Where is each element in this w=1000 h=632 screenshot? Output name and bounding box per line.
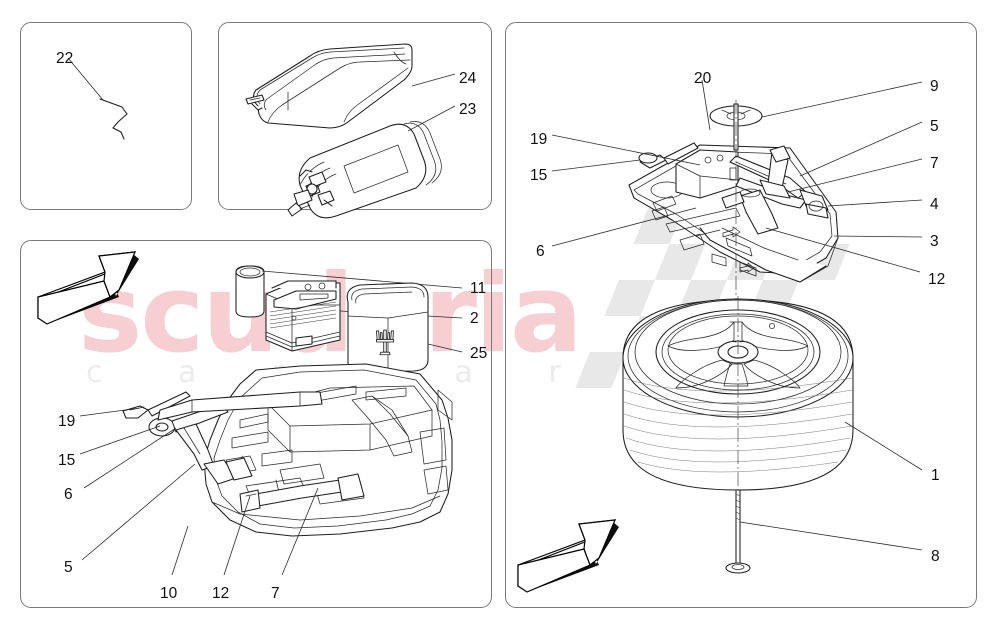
tools-in-tray xyxy=(122,391,365,513)
leader-7-kit xyxy=(281,487,319,576)
callout-1: 1 xyxy=(931,467,940,484)
leader-24 xyxy=(411,73,456,87)
leader-6-kit xyxy=(83,427,177,489)
callout-11: 11 xyxy=(470,280,487,297)
tool-kit-tray-panel xyxy=(20,240,492,608)
direction-arrow-kit xyxy=(37,251,139,325)
callout-5-jack: 5 xyxy=(930,118,939,135)
callout-12-jack: 12 xyxy=(928,271,946,288)
leader-4 xyxy=(827,199,923,207)
leader-15-kit xyxy=(79,425,161,455)
callout-20: 20 xyxy=(694,70,712,87)
wheel-spokes xyxy=(667,321,809,389)
callout-2: 2 xyxy=(470,310,479,327)
leader-10-kit xyxy=(171,525,189,576)
towing-eye-part xyxy=(99,98,128,140)
leader-5-kit xyxy=(81,463,196,561)
leader-6-jack xyxy=(551,207,697,247)
extinguisher-bag-part xyxy=(245,43,413,129)
leader-22 xyxy=(67,57,104,101)
fire-extinguisher-part xyxy=(287,121,442,219)
callout-8: 8 xyxy=(931,548,940,565)
callout-6-kit: 6 xyxy=(64,486,73,503)
callout-25: 25 xyxy=(470,345,488,362)
callout-23: 23 xyxy=(459,101,477,118)
leader-12-jack xyxy=(765,227,921,273)
compressor-part-2 xyxy=(265,280,341,352)
callout-4: 4 xyxy=(930,196,939,213)
spare-wheel-panel xyxy=(505,22,977,608)
leader-3 xyxy=(833,235,923,238)
leader-9 xyxy=(761,81,923,118)
callout-19-jack: 19 xyxy=(530,131,548,148)
leader-19-jack xyxy=(551,134,701,166)
callout-6-jack: 6 xyxy=(536,243,545,260)
leader-11 xyxy=(261,270,463,289)
leader-12-kit xyxy=(223,495,251,576)
callout-5-kit: 5 xyxy=(64,559,73,576)
jack-tray-assembly xyxy=(628,100,839,300)
callout-12-kit: 12 xyxy=(212,585,230,602)
maserati-trident-icon xyxy=(376,329,394,356)
leader-8 xyxy=(739,521,923,551)
callout-15-kit: 15 xyxy=(58,452,76,469)
leader-20 xyxy=(701,79,711,131)
leader-15-jack xyxy=(551,159,641,172)
callout-15-jack: 15 xyxy=(530,167,548,184)
callout-7-kit: 7 xyxy=(271,585,280,602)
towing-eye-panel xyxy=(20,22,192,210)
tool-pouch-part-25 xyxy=(346,282,429,373)
retaining-bolt-part xyxy=(725,489,751,574)
leader-7-jack xyxy=(787,158,923,193)
callout-24: 24 xyxy=(459,70,477,87)
direction-arrow-wheel xyxy=(517,519,619,593)
leader-25 xyxy=(427,343,463,353)
callout-19-kit: 19 xyxy=(58,413,76,430)
callout-9: 9 xyxy=(930,78,939,95)
tube-part-11 xyxy=(235,265,265,318)
tool-tray-assembly xyxy=(203,363,453,537)
leader-1 xyxy=(844,421,923,471)
leader-23 xyxy=(407,105,456,132)
callout-3: 3 xyxy=(930,233,939,250)
callout-22: 22 xyxy=(56,50,74,67)
callout-7-jack: 7 xyxy=(930,155,939,172)
leader-19-kit xyxy=(79,407,141,417)
leader-5-jack xyxy=(799,121,923,177)
callout-10: 10 xyxy=(160,585,178,602)
